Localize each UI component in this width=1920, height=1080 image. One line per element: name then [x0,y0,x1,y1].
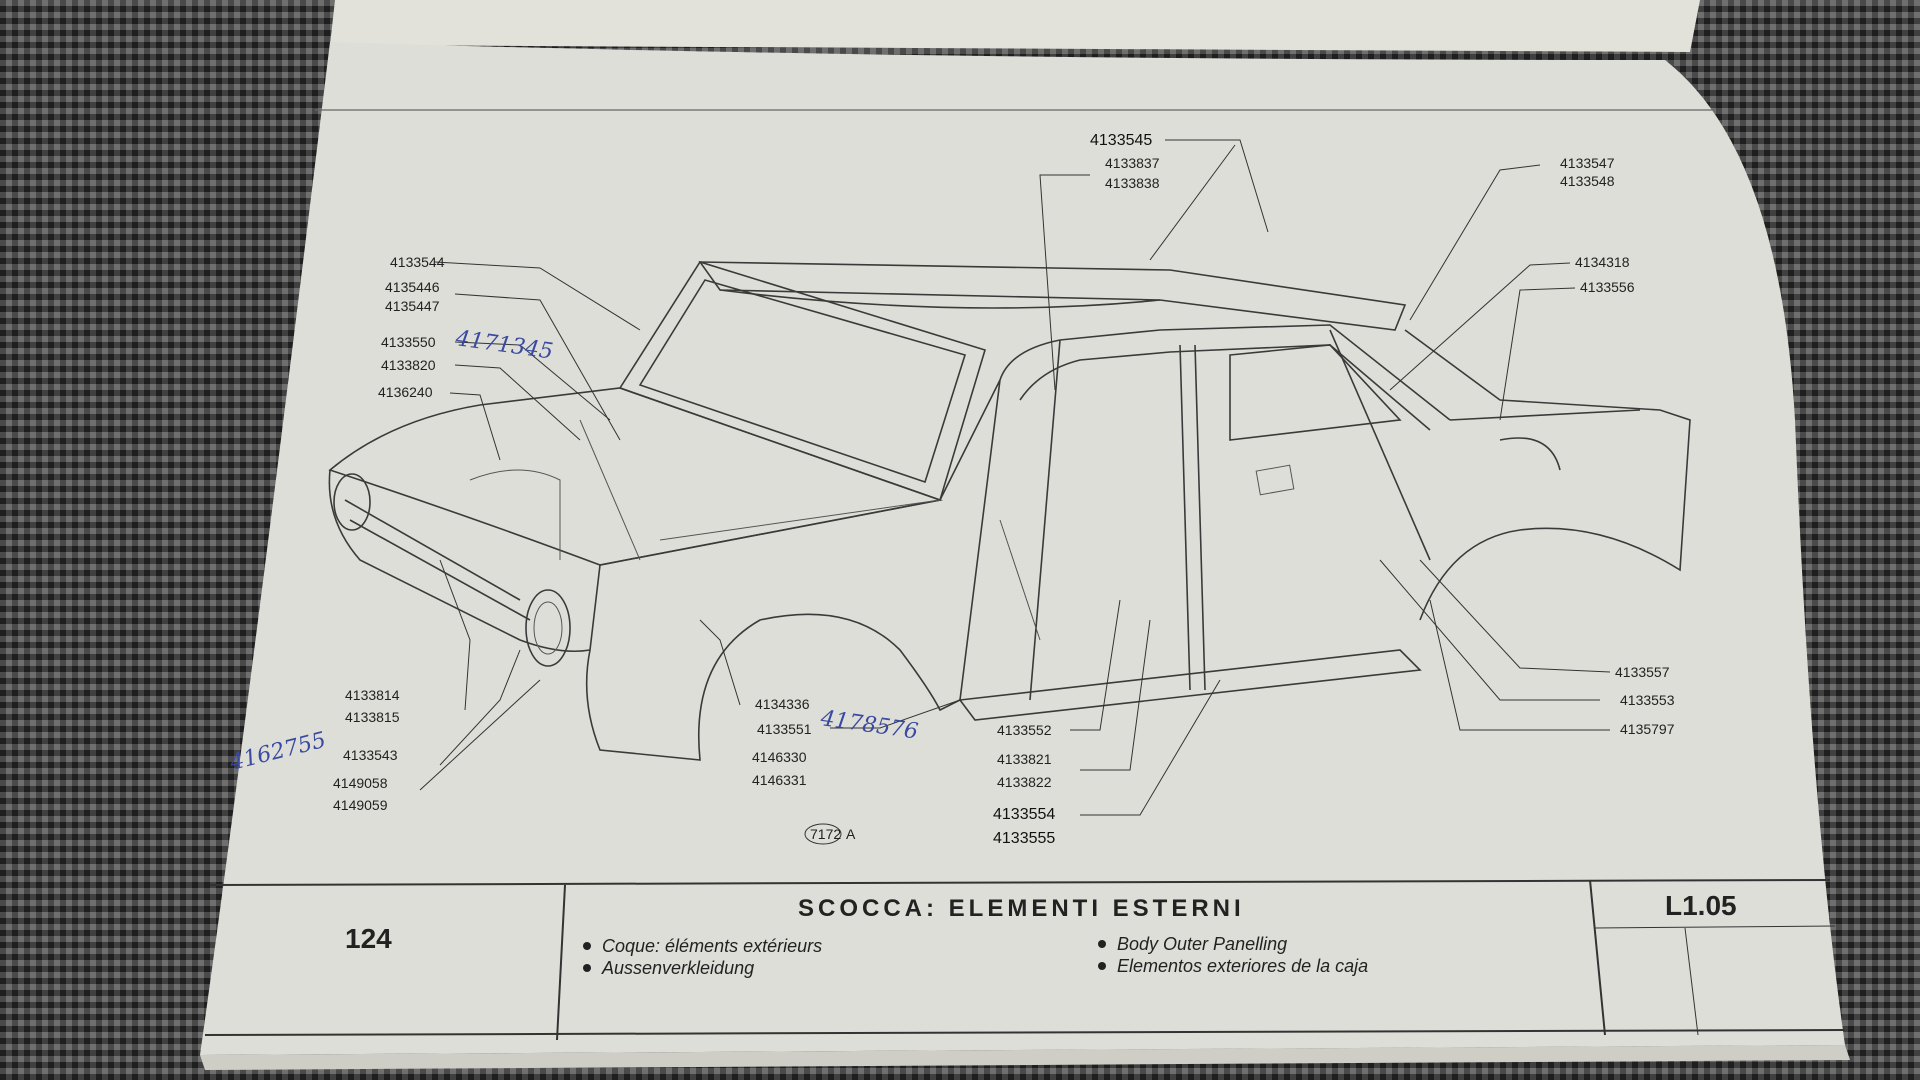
part-label-4133548: 4133548 [1560,173,1615,189]
part-label-4133555: 4133555 [993,830,1055,847]
part-label-4146330: 4146330 [752,749,807,765]
upper-page-edge [330,0,1700,52]
part-label-4146331: 4146331 [752,772,807,788]
part-label-4149058: 4149058 [333,775,388,791]
figure-ref-oval [804,823,842,845]
subtitle-de: Aussenverkleidung [601,958,754,978]
part-label-4133550: 4133550 [381,334,436,350]
part-label-4133822: 4133822 [997,774,1052,790]
part-label-4133815: 4133815 [345,709,400,725]
part-label-4134318: 4134318 [1575,254,1630,270]
section-code: L1.05 [1665,890,1737,921]
figure-ref-number: 7172 [810,826,841,842]
part-label-4133547: 4133547 [1560,155,1615,171]
part-label-4133837: 4133837 [1105,155,1160,171]
part-label-4133551: 4133551 [757,721,812,737]
part-label-4134336: 4134336 [755,696,810,712]
part-label-4133553: 4133553 [1620,692,1675,708]
part-label-4133554: 4133554 [993,806,1055,823]
car-body-diagram [328,261,1691,761]
part-label-4133814: 4133814 [345,687,400,703]
page-number: 124 [345,923,392,954]
figure-ref-suffix: A [846,826,856,842]
section-title: SCOCCA: ELEMENTI ESTERNI [798,895,1245,922]
part-label-4136240: 4136240 [378,384,433,400]
part-label-4133543: 4133543 [343,747,398,763]
subtitle-en: Body Outer Panelling [1117,934,1287,954]
subtitle-es: Elementos exteriores de la caja [1117,956,1368,976]
headlight-ring [525,589,571,667]
footer-table [204,879,1846,1041]
part-label-4135797: 4135797 [1620,721,1675,737]
part-label-4133556: 4133556 [1580,279,1635,295]
part-label-4133544: 4133544 [390,254,445,270]
leader-lines [419,139,1611,816]
part-label-4133820: 4133820 [381,357,436,373]
part-label-4133557: 4133557 [1615,664,1670,680]
page-stack-edge [200,1045,1850,1070]
part-label-4149059: 4149059 [333,797,388,813]
part-label-4133838: 4133838 [1105,175,1160,191]
part-label-4135446: 4135446 [385,279,440,295]
part-label-4133821: 4133821 [997,751,1052,767]
catalog-page [200,42,1845,1055]
part-label-4133552: 4133552 [997,722,1052,738]
part-label-4133545: 4133545 [1090,132,1152,149]
part-label-4135447: 4135447 [385,298,440,314]
subtitle-fr: Coque: éléments extérieurs [602,936,822,956]
